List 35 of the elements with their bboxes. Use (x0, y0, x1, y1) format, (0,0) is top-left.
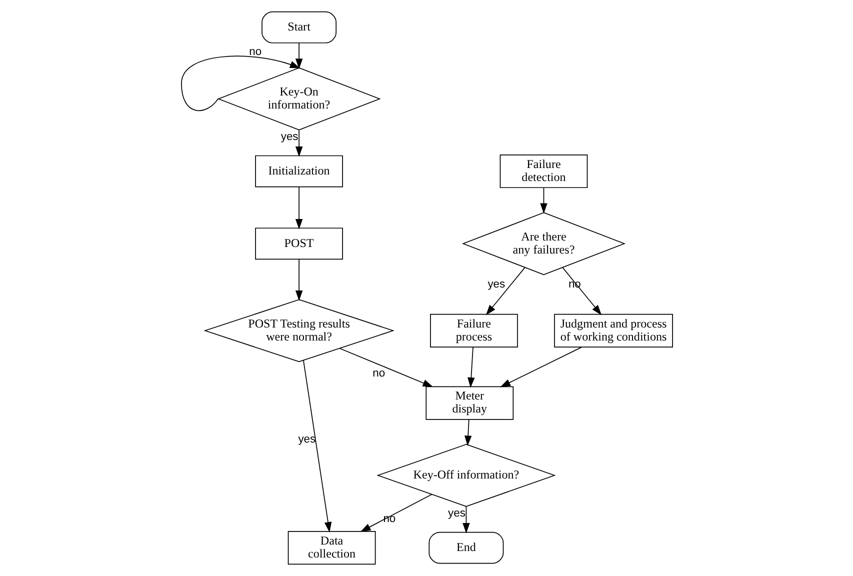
node-box: POST (254, 228, 342, 260)
arrow (464, 419, 472, 446)
edge-label: no (248, 46, 262, 58)
node-box: Initialization (254, 155, 342, 188)
arrow (467, 346, 474, 388)
edge-label: yes (298, 434, 316, 446)
node-box: End (428, 532, 504, 564)
node-box: Meter display (425, 386, 514, 420)
arrow (302, 360, 332, 532)
arrow (338, 348, 433, 388)
arrow (294, 42, 302, 70)
arrow (294, 186, 302, 230)
arrow (540, 187, 547, 214)
arrow (485, 267, 525, 316)
arrow (360, 494, 432, 532)
edge-label: no (382, 512, 396, 525)
arrow (462, 506, 470, 534)
edge-label: no (372, 367, 385, 380)
edge-label: yes (280, 130, 298, 143)
node-box: Data collection (287, 530, 376, 565)
arrow (180, 56, 300, 112)
arrow (294, 130, 302, 157)
node-diamond: Key-On information? (216, 67, 380, 130)
arrow (294, 258, 302, 301)
edge-label: yes (487, 278, 505, 291)
arrow (562, 267, 602, 316)
node-diamond: Key-Off information? (376, 444, 556, 507)
node-box: Failure process (430, 314, 518, 348)
node-diamond: POST Testing results were normal? (203, 299, 394, 362)
edge-label: yes (448, 507, 465, 520)
arrow (500, 346, 582, 388)
node-box: Judgment and process of working conditions (554, 314, 672, 348)
node-diamond: Are there any failures? (461, 212, 625, 276)
node-box: Failure detection (499, 154, 588, 188)
node-box: Start (261, 11, 336, 44)
